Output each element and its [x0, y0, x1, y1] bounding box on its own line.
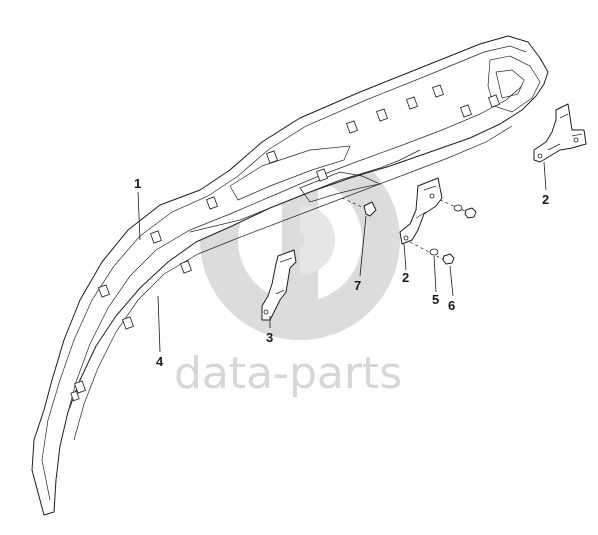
- bracket-2r-hole: [573, 137, 579, 143]
- boss: [98, 284, 110, 298]
- bracket-part-2-right: [533, 103, 587, 163]
- nut-lower: [442, 253, 455, 265]
- bracket-part-3: [261, 249, 297, 321]
- boss: [266, 150, 278, 164]
- bracket-part-2-center: [399, 177, 443, 245]
- boss: [376, 108, 388, 122]
- clip-7-body: [363, 201, 377, 217]
- bracket-2c-hole: [429, 193, 435, 199]
- washer-lower: [429, 248, 439, 256]
- bumper-top-edge: [41, 45, 527, 501]
- bumper-end-cap-inner: [495, 69, 525, 99]
- leader-2-center: [403, 243, 407, 271]
- callout-1-left: 1: [134, 176, 141, 191]
- leader-2-right: [543, 161, 547, 191]
- boss: [150, 230, 162, 244]
- bumper-cover: [31, 35, 549, 516]
- callout-4: 4: [156, 354, 164, 369]
- nut-upper: [464, 207, 477, 219]
- boss: [70, 390, 80, 402]
- callouts: 1 4 3 7 2 5 6 2: [134, 176, 549, 369]
- callout-7: 7: [354, 278, 361, 293]
- bumper-end-cap: [487, 55, 541, 113]
- leader-5: [433, 255, 437, 293]
- boss: [406, 96, 418, 110]
- bracket-3-edge: [275, 257, 293, 295]
- bumper-lower-rib: [73, 125, 513, 441]
- bumper-recess: [229, 145, 351, 201]
- bumper-inner-rib: [65, 85, 523, 421]
- callout-2-right: 2: [542, 192, 549, 207]
- bracket-3-body: [261, 249, 297, 321]
- watermark-text: data-parts: [174, 348, 402, 399]
- bracket-3-hole: [263, 309, 269, 315]
- boss: [74, 380, 86, 394]
- boss: [206, 196, 218, 210]
- axis-lower: [409, 241, 453, 265]
- bracket-2r-hole: [537, 153, 543, 159]
- mounting-bosses: [70, 84, 500, 402]
- boss: [316, 168, 328, 182]
- hardware-upper: [439, 199, 477, 219]
- leader-lines: [137, 161, 547, 353]
- clip-7-axis: [341, 197, 365, 209]
- bumper-flange: [299, 171, 382, 203]
- bumper-outline: [31, 35, 549, 516]
- bracket-2c-edge: [415, 185, 437, 219]
- callout-2-center: 2: [402, 270, 409, 285]
- bracket-2r-edge: [547, 113, 583, 151]
- bracket-2r-body: [533, 103, 587, 163]
- washer-upper: [453, 204, 463, 212]
- bumper-trough: [189, 149, 421, 233]
- leader-4: [157, 295, 161, 353]
- callout-6: 6: [448, 298, 455, 313]
- callout-3: 3: [266, 330, 273, 345]
- boss: [488, 94, 500, 108]
- leader-1: [137, 191, 141, 241]
- boss: [432, 84, 444, 98]
- boss: [460, 104, 472, 118]
- bracket-2c-hole: [403, 235, 409, 241]
- leader-6: [449, 265, 454, 297]
- boss: [180, 260, 192, 274]
- clip-part-7: [341, 197, 377, 217]
- leader-7: [359, 215, 367, 277]
- callout-5: 5: [432, 292, 439, 307]
- boss: [122, 316, 134, 330]
- bracket-2c-body: [399, 177, 443, 245]
- hardware-lower: [409, 241, 455, 265]
- boss: [346, 120, 358, 134]
